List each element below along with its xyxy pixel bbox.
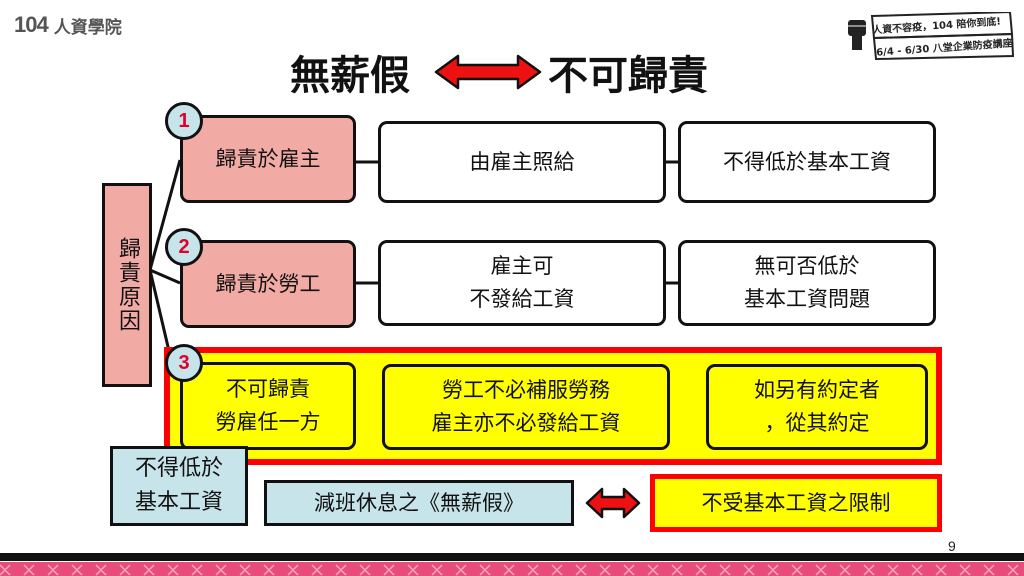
badge-2-text: 2 (178, 235, 190, 258)
category-employer-text: 歸責於雇主 (215, 146, 321, 171)
employer-may-not-pay: 雇主可 不發給工資 (378, 240, 666, 326)
category-worker-text: 歸責於勞工 (215, 271, 321, 296)
title-left: 無薪假 (290, 53, 410, 99)
brand-logo: 104 人資學院 (14, 12, 122, 38)
title-right: 不可歸責 (548, 53, 708, 99)
footer-pattern-strip (0, 562, 1024, 576)
double-arrow-icon (434, 54, 542, 90)
footer-bar (0, 553, 1024, 561)
not-limited-by-min-wage: 不受基本工資之限制 (650, 474, 942, 532)
category-worker: 歸責於勞工 (180, 240, 356, 328)
cause-label-text: 歸責原因 (115, 237, 141, 333)
category-employer: 歸責於雇主 (180, 115, 356, 203)
badge-3: 3 (165, 344, 203, 382)
badge-2: 2 (165, 228, 203, 266)
fist-icon (848, 20, 866, 50)
no-min-wage-issue-line2: 基本工資問題 (744, 287, 870, 311)
category-neither-line2: 勞雇任一方 (215, 410, 321, 434)
no-min-wage-issue-line1: 無可否低於 (754, 254, 860, 279)
employer-pays-text: 由雇主照給 (469, 149, 575, 174)
no-work-no-pay: 勞工不必補服勞務 雇主亦不必發給工資 (382, 364, 670, 450)
not-below-min-wage-text: 不得低於基本工資 (723, 149, 891, 174)
floor-min-wage-line1: 不得低於 (134, 455, 223, 481)
badge-1: 1 (165, 102, 203, 140)
no-min-wage-issue: 無可否低於 基本工資問題 (678, 240, 936, 326)
not-below-min-wage: 不得低於基本工資 (678, 121, 936, 203)
follow-agreement-line1: 如另有約定者 (754, 378, 880, 403)
reduced-hours-unpaid-leave-text: 減班休息之《無薪假》 (314, 490, 524, 515)
reduced-hours-unpaid-leave: 減班休息之《無薪假》 (264, 480, 574, 526)
logo-text: 人資學院 (53, 17, 122, 38)
no-work-no-pay-line2: 雇主亦不必發給工資 (431, 411, 621, 435)
logo-number: 104 (14, 12, 49, 37)
floor-min-wage: 不得低於 基本工資 (110, 446, 248, 526)
follow-agreement: 如另有約定者 ，從其約定 (706, 364, 928, 450)
category-neither: 不可歸責 勞雇任一方 (180, 362, 356, 450)
seminar-stamp: 人資不容疫，104 陪你到底! 6/4 - 6/30 八堂企業防疫講座 (842, 12, 1014, 60)
floor-min-wage-line2: 基本工資 (134, 490, 223, 515)
double-arrow-small-icon (585, 487, 641, 519)
employer-may-not-pay-line2: 不發給工資 (469, 287, 575, 311)
cause-label: 歸責原因 (102, 183, 152, 387)
badge-1-text: 1 (178, 109, 190, 132)
employer-pays: 由雇主照給 (378, 121, 666, 203)
follow-agreement-line2: ，從其約定 (764, 411, 870, 435)
badge-3-text: 3 (178, 351, 190, 374)
not-limited-by-min-wage-text: 不受基本工資之限制 (701, 490, 891, 515)
page-number: 9 (948, 538, 956, 554)
no-work-no-pay-line1: 勞工不必補服勞務 (442, 378, 610, 403)
category-neither-line1: 不可歸責 (226, 377, 310, 402)
employer-may-not-pay-line1: 雇主可 (490, 254, 554, 279)
